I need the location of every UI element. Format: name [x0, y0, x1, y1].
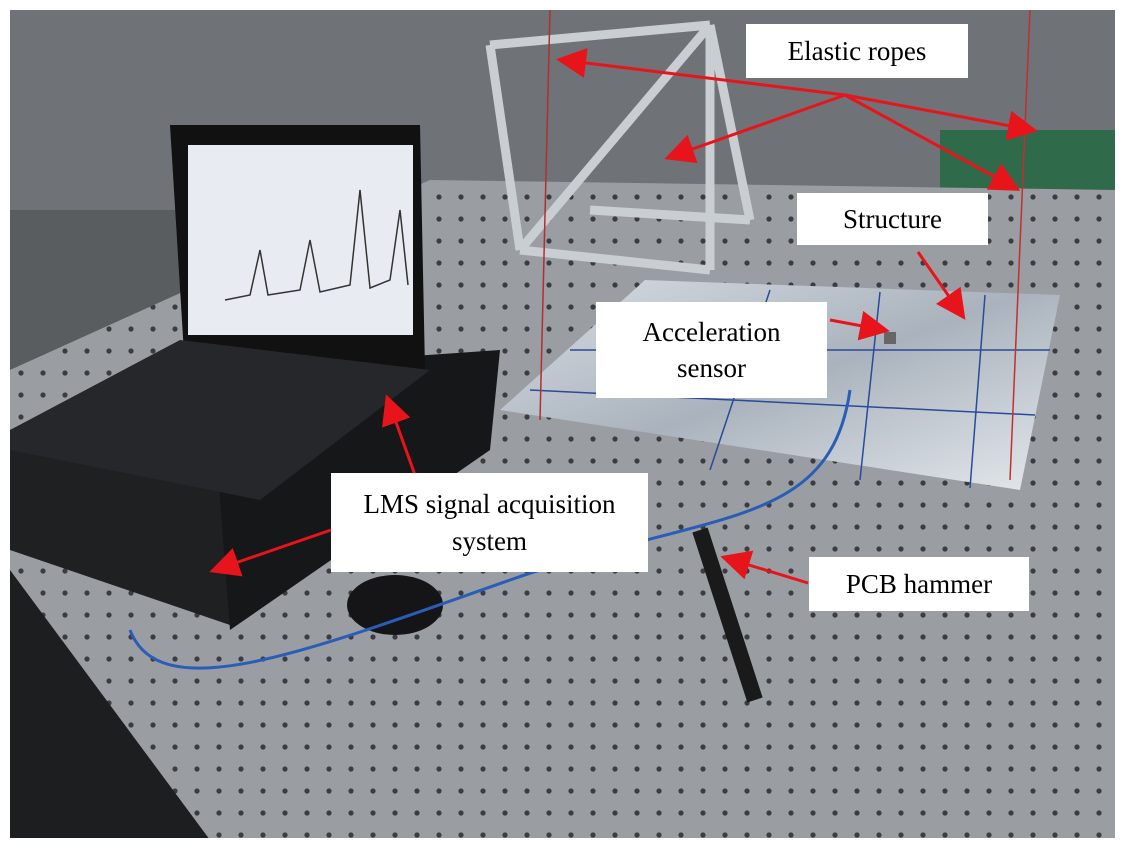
lms-hardware: [10, 450, 230, 625]
label-elastic-ropes: Elastic ropes: [746, 24, 968, 78]
frame-structure: [485, 20, 755, 275]
label-lms-system: LMS signal acquisition system: [331, 473, 648, 572]
laptop-keyboard: [10, 340, 430, 500]
label-acceleration-sensor: Acceleration sensor: [596, 302, 827, 398]
pcb-hammer-object: [692, 527, 763, 703]
arrow-rope-3: [844, 93, 1038, 141]
arrow-lms-hardware: [209, 528, 332, 577]
arrow-hammer: [720, 550, 809, 585]
cable: [128, 389, 852, 670]
laptop-screen: [188, 145, 413, 335]
arrow-sensor: [829, 310, 890, 341]
label-structure: Structure: [797, 193, 988, 245]
arrow-structure: [916, 251, 966, 320]
mouse: [347, 575, 443, 635]
arrow-rope-4: [844, 93, 1021, 191]
label-pcb-hammer: PCB hammer: [809, 557, 1029, 611]
arrow-lms-laptop: [382, 394, 417, 476]
arrow-rope-1: [556, 48, 846, 97]
spectrum-plot: [224, 189, 409, 301]
arrow-rope-2: [664, 93, 846, 164]
